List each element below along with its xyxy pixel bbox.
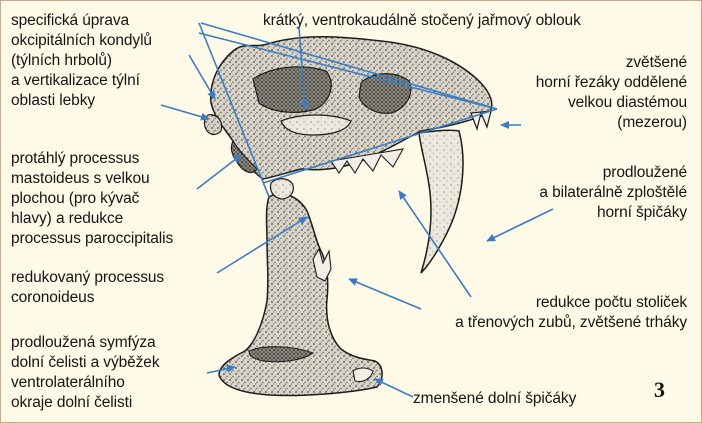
skull-mandibular-condyle bbox=[270, 179, 293, 199]
skull-mandible bbox=[219, 194, 382, 396]
arrow-molars-2 bbox=[349, 279, 421, 309]
label-mandibular-symphysis: prodloužená symfýza dolní čelisti a výbě… bbox=[11, 333, 159, 413]
arrow-occipital-1 bbox=[189, 55, 215, 99]
label-occipital-condyles: specifická úprava okcipitálních kondylů … bbox=[11, 11, 152, 111]
label-mastoid-process: protáhlý processus mastoideus s velkou p… bbox=[11, 149, 173, 249]
label-zygomatic-arch: krátký, ventrokaudálně stočený jařmový o… bbox=[263, 11, 581, 31]
label-upper-canines: prodloužené a bilaterálně zploštělé horn… bbox=[539, 163, 687, 223]
label-upper-incisors: zvětšené horní řezáky oddělené velkou di… bbox=[536, 53, 687, 133]
label-coronoid-process: redukovaný processus coronoideus bbox=[11, 268, 164, 308]
label-lower-canines: zmenšené dolní špičáky bbox=[413, 389, 576, 409]
skull-temporal-fossa bbox=[253, 67, 331, 113]
arrow-mastoid bbox=[197, 155, 241, 189]
arrow-canines-lower bbox=[375, 379, 413, 397]
arrow-occipital-2 bbox=[161, 105, 209, 119]
figure-number: 3 bbox=[654, 377, 665, 403]
label-molars-premolars: redukce počtu stoliček a třenových zubů,… bbox=[455, 293, 687, 333]
